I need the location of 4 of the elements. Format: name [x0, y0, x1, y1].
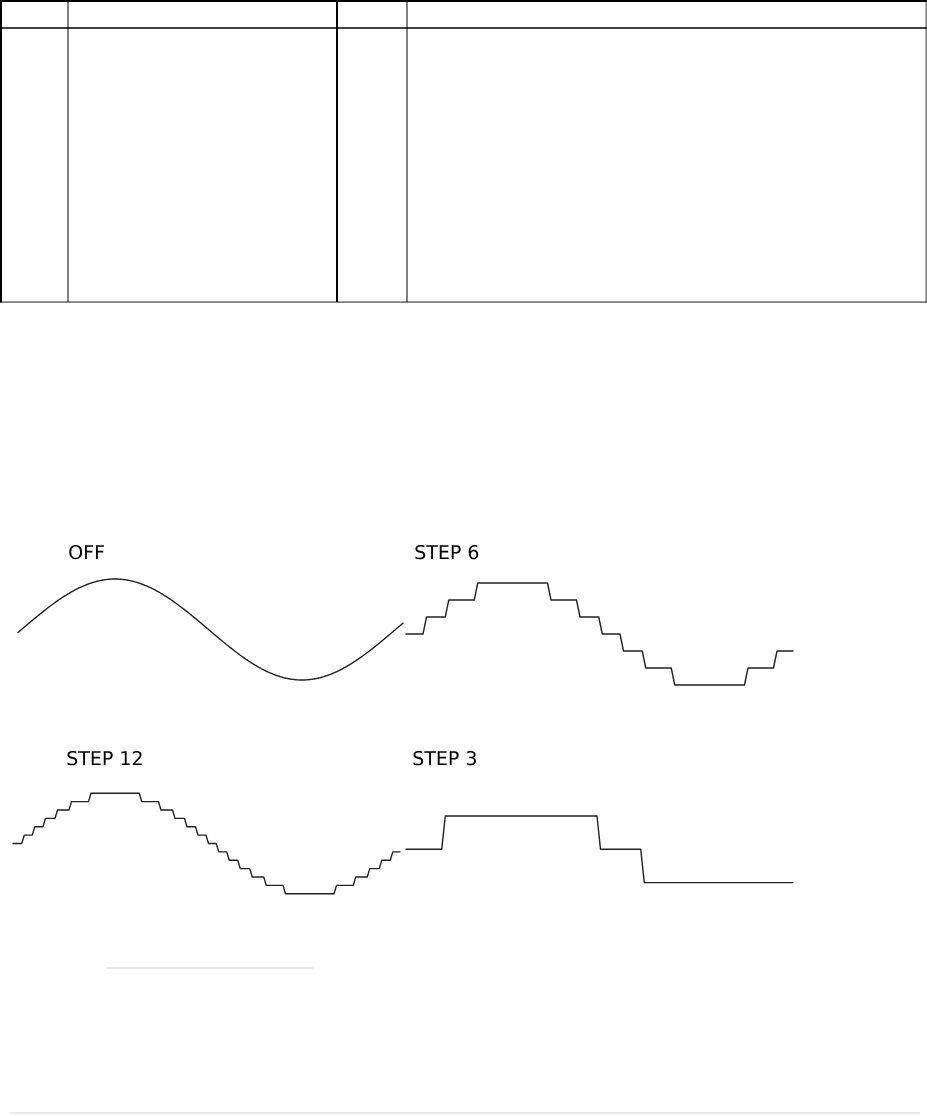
waveform-label: STEP 6: [415, 544, 479, 560]
waveform-label: OFF: [69, 544, 104, 560]
waveform-label: STEP 12: [67, 750, 142, 766]
waveform-label: STEP 3: [413, 750, 476, 766]
